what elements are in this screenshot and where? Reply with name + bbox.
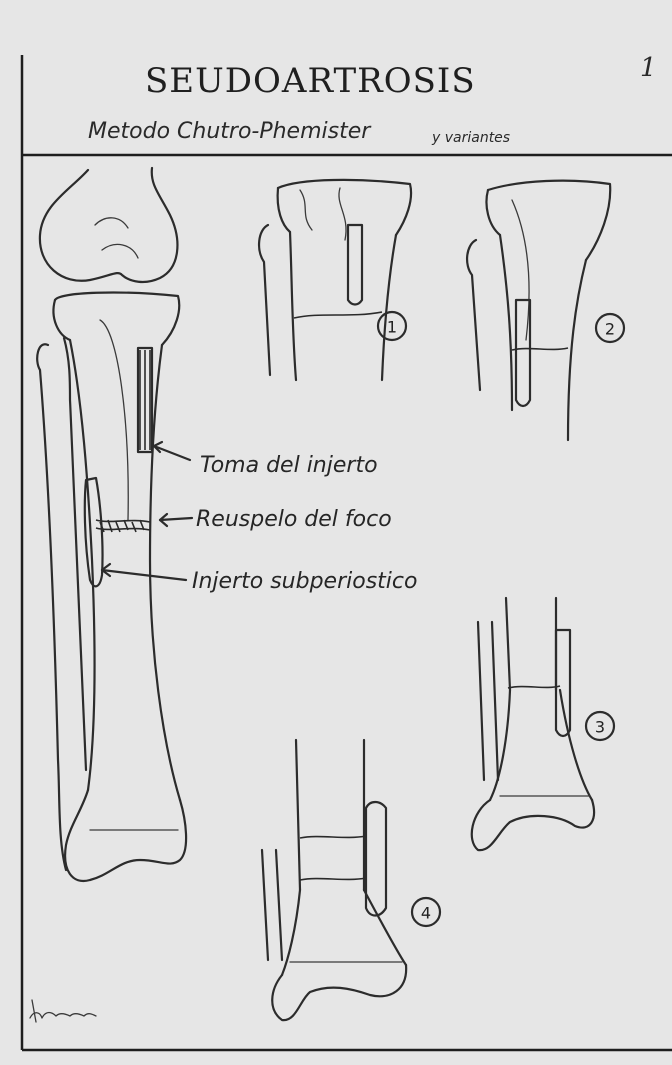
plate-subtitle-suffix: y variantes: [431, 130, 510, 146]
plate-frame: [22, 55, 672, 1050]
plate-title: SEUDOARTROSIS: [145, 61, 476, 101]
variant-number: 3: [595, 718, 605, 737]
artist-signature: [30, 1000, 96, 1022]
variant-number: 4: [421, 904, 431, 923]
variant-number: 1: [387, 318, 397, 337]
variant-number: 2: [605, 320, 615, 339]
variant-3-drawing: 3: [472, 598, 614, 850]
variant-2-drawing: 2: [467, 181, 624, 440]
variant-4-drawing: 4: [262, 740, 440, 1020]
page-number: 1: [640, 53, 657, 83]
plate-header: SEUDOARTROSIS 1 Metodo Chutro-Phemister …: [88, 53, 657, 146]
variant-1-drawing: 1: [259, 180, 411, 380]
label-reuspelo-del-foco: Reuspelo del foco: [196, 507, 392, 532]
label-injerto-subperiostico: Injerto subperiostico: [192, 569, 417, 594]
plate-subtitle: Metodo Chutro-Phemister: [88, 119, 372, 144]
label-toma-del-injerto: Toma del injerto: [200, 453, 378, 478]
